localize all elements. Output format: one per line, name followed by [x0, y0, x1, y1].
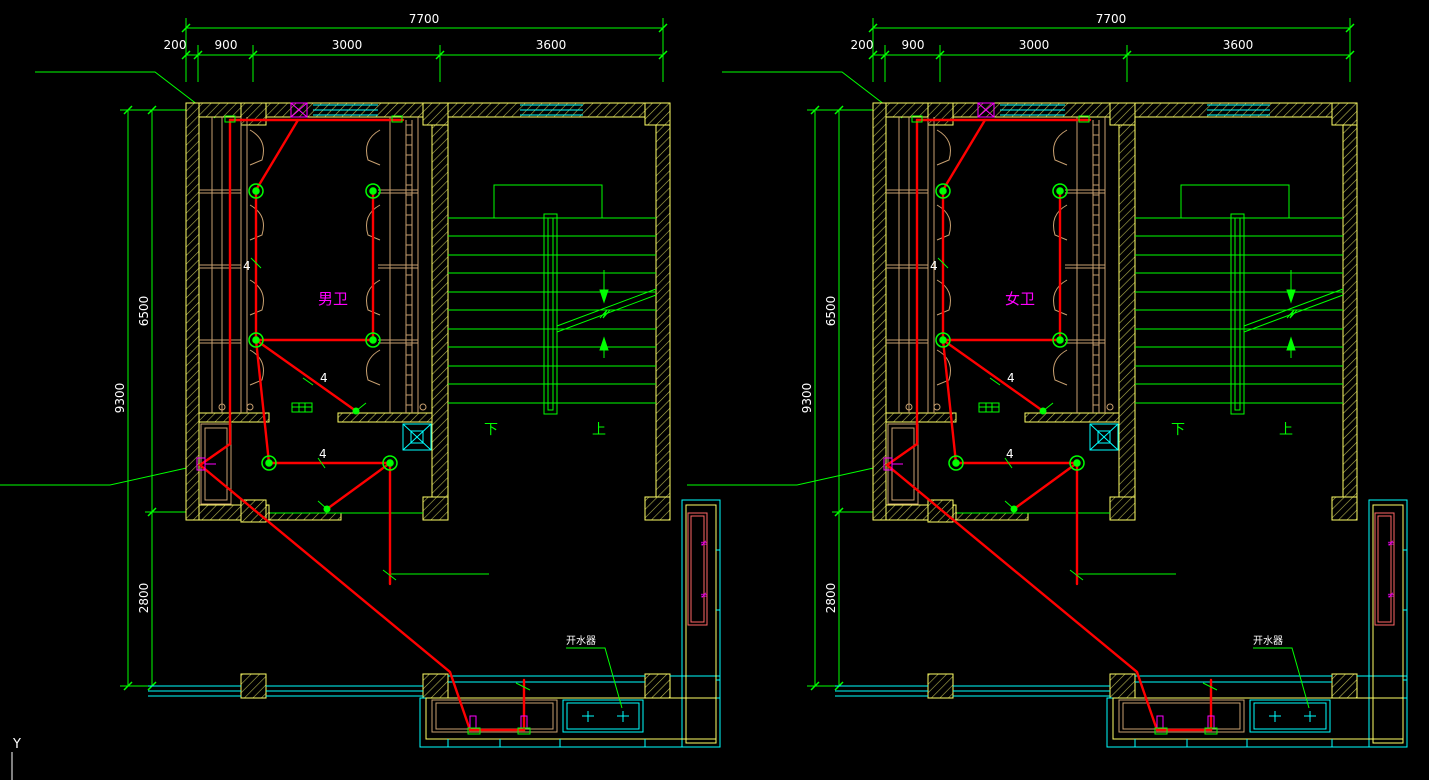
pipe-size-label-1: 4: [930, 259, 938, 273]
urinal-strip: [1092, 120, 1100, 413]
top-dimension-chain: [868, 18, 1355, 82]
stair-down-label: 下: [1171, 422, 1185, 438]
dim-segment-3600: 3600: [1223, 38, 1254, 52]
dim-overall-width: 7700: [1096, 12, 1127, 26]
valves: [1004, 402, 1054, 513]
pipe-size-label-3: 4: [319, 447, 327, 461]
pipe-size-label-2: 4: [320, 371, 328, 385]
stairwell: [448, 184, 657, 415]
dim-segment-900: 900: [215, 38, 238, 52]
dim-height-lower: 2800: [137, 583, 151, 614]
floor-drain-box: [1089, 423, 1119, 451]
pipe-ticks: [250, 257, 531, 691]
bottom-utility-room: [419, 697, 721, 748]
bottom-windows: [148, 675, 720, 697]
pipe-ticks: [937, 257, 1218, 691]
pipe-size-label-2: 4: [1007, 371, 1015, 385]
left-dimension-chain: [120, 105, 186, 691]
floor-plan-womens-restroom: 7700 200 900 3000 3600 9300 6500 2800: [687, 12, 1408, 748]
top-windows: [313, 104, 583, 116]
water-heater-label: 开水器: [1253, 635, 1283, 647]
annex-marker-2: ≠: [1387, 591, 1395, 601]
top-dimension-chain: [181, 18, 668, 82]
water-pipes: [885, 118, 1213, 732]
water-heater-label: 开水器: [566, 635, 596, 647]
stair-down-label: 下: [484, 422, 498, 438]
bottom-windows: [835, 675, 1407, 697]
water-pipes: [198, 118, 526, 732]
dim-segment-200: 200: [164, 38, 187, 52]
valves: [317, 402, 367, 513]
pipe-size-label-1: 4: [243, 259, 251, 273]
room-label: 男卫: [318, 290, 348, 308]
annex-marker-1: ≠: [1387, 539, 1395, 549]
floor-drains: [248, 183, 398, 471]
dim-overall-height: 9300: [800, 383, 814, 414]
leader-lines-misc: [270, 512, 623, 709]
dim-segment-200: 200: [851, 38, 874, 52]
dim-height-lower: 2800: [824, 583, 838, 614]
dim-height-upper: 6500: [137, 296, 151, 327]
dim-segment-3000: 3000: [1019, 38, 1050, 52]
riser-fixtures: [883, 102, 1218, 735]
grate: [978, 402, 1000, 413]
right-annex: [1368, 499, 1408, 748]
leader-line-lower: [0, 464, 201, 486]
pipe-size-label-3: 4: [1006, 447, 1014, 461]
stair-up-label: 上: [592, 422, 606, 438]
riser-fixtures: [196, 102, 531, 735]
room-label: 女卫: [1005, 290, 1035, 308]
top-windows: [1000, 104, 1270, 116]
leader-lines-misc: [957, 512, 1310, 709]
stall-partitions: [886, 117, 1114, 505]
dim-overall-width: 7700: [409, 12, 440, 26]
floor-drains: [935, 183, 1085, 471]
bottom-utility-room: [1106, 697, 1408, 748]
dim-segment-3600: 3600: [536, 38, 567, 52]
leader-line-lower: [687, 464, 888, 486]
grate: [291, 402, 313, 413]
floor-plan-mens-restroom: 7700 200 900 3000 3600 9300 6500 2800: [0, 12, 721, 748]
dim-segment-900: 900: [902, 38, 925, 52]
annex-marker-1: ≠: [700, 539, 708, 549]
ucs-y-label: Y: [12, 737, 21, 752]
right-annex: [681, 499, 721, 748]
dim-overall-height: 9300: [113, 383, 127, 414]
floor-drain-box: [402, 423, 432, 451]
stair-up-label: 上: [1279, 422, 1293, 438]
stall-partitions: [199, 117, 427, 505]
urinal-strip: [405, 120, 413, 413]
dim-height-upper: 6500: [824, 296, 838, 327]
ucs-icon: Y: [11, 737, 21, 780]
stairwell: [1135, 184, 1344, 415]
left-dimension-chain: [807, 105, 873, 691]
dim-segment-3000: 3000: [332, 38, 363, 52]
annex-marker-2: ≠: [700, 591, 708, 601]
